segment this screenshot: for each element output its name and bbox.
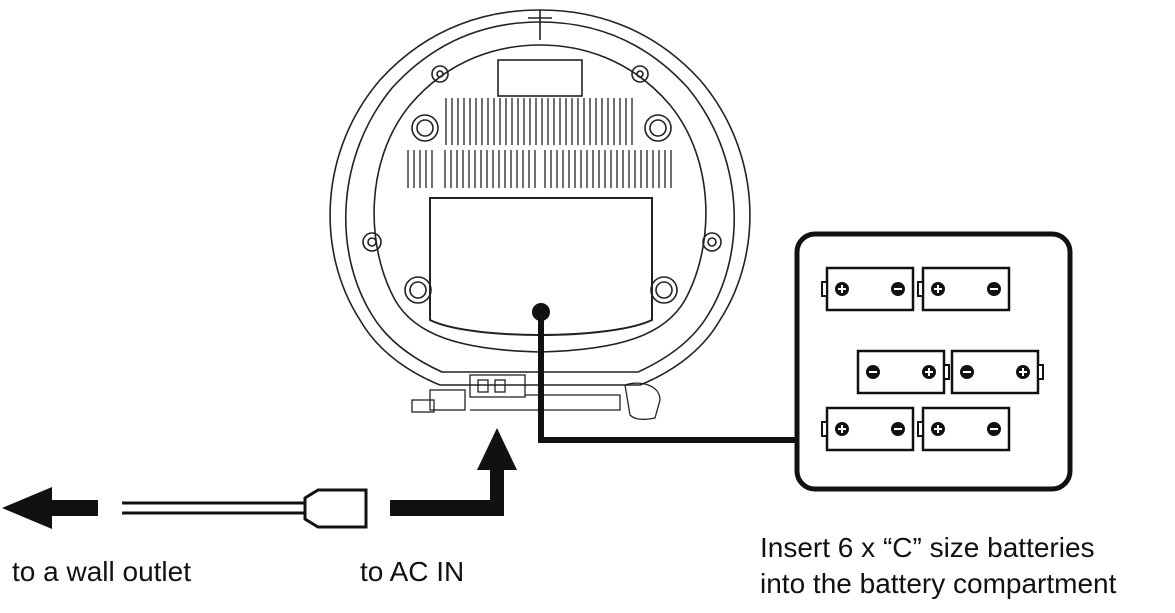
- vent-grille-top: [445, 98, 633, 145]
- device-inner-shell: [345, 21, 735, 373]
- plus-terminal-icon: [835, 422, 849, 436]
- battery-icon: [821, 266, 915, 312]
- battery-icon: [821, 406, 915, 452]
- power-cable-assembly: [2, 428, 517, 529]
- vent-grille-middle: [444, 150, 536, 188]
- device-outer-shell: [329, 9, 751, 386]
- ac-in-label: to AC IN: [360, 556, 465, 587]
- screw-icon: [631, 65, 649, 83]
- battery-leader-line: [532, 303, 800, 443]
- minus-terminal-icon: [891, 422, 905, 436]
- battery-set: [821, 266, 1044, 452]
- screw-icon: [431, 65, 449, 83]
- minus-terminal-icon: [987, 282, 1001, 296]
- plus-terminal-icon: [931, 422, 945, 436]
- arrow-left-to-outlet: [2, 487, 98, 529]
- screw-icon: [702, 232, 722, 252]
- wall-outlet-label: to a wall outlet: [12, 556, 191, 587]
- battery-compartment-detail: [794, 231, 1073, 492]
- minus-terminal-icon: [987, 422, 1001, 436]
- minus-terminal-icon: [891, 282, 905, 296]
- screw-holes: [362, 65, 722, 304]
- screw-icon: [362, 232, 382, 252]
- power-plug: [303, 488, 368, 529]
- battery-cover: [429, 197, 653, 336]
- vent-grille-left: [407, 150, 433, 188]
- battery-icon: [917, 266, 1011, 312]
- screw-icon: [411, 114, 439, 142]
- battery-icon: [917, 406, 1011, 452]
- battery-icon: [856, 349, 950, 395]
- device-rear-view: [329, 9, 751, 420]
- battery-instruction: Insert 6 x “C” size batteries into the b…: [760, 530, 1116, 602]
- arrow-up-to-ac-in: [390, 428, 517, 516]
- screw-icon: [404, 276, 432, 304]
- plus-terminal-icon: [931, 282, 945, 296]
- plus-terminal-icon: [835, 282, 849, 296]
- plus-terminal-icon: [922, 365, 936, 379]
- connector-panel: [411, 374, 661, 420]
- screw-icon: [650, 276, 678, 304]
- battery-icon: [950, 349, 1044, 395]
- screw-icon: [644, 114, 672, 142]
- plus-terminal-icon: [1016, 365, 1030, 379]
- label-plate: [497, 59, 583, 97]
- minus-terminal-icon: [960, 365, 974, 379]
- minus-terminal-icon: [866, 365, 880, 379]
- battery-instruction-line1: Insert 6 x “C” size batteries: [760, 532, 1095, 563]
- vent-grille-right: [544, 150, 672, 188]
- battery-instruction-line2: into the battery compartment: [760, 568, 1117, 599]
